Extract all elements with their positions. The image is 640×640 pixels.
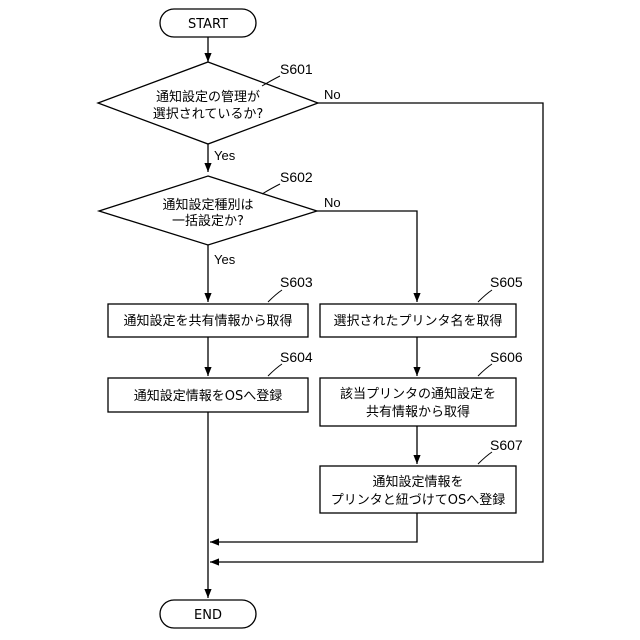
- start-label: START: [188, 17, 228, 32]
- s601-leader: [262, 76, 280, 86]
- s602-step-id: S602: [280, 169, 313, 185]
- s606-line-2: 共有情報から取得: [366, 404, 470, 420]
- s607-leader: [478, 452, 492, 464]
- s603-line-1: 通知設定を共有情報から取得: [123, 313, 292, 329]
- s602-leader: [262, 184, 280, 194]
- s601-no-label: No: [324, 87, 341, 102]
- connector-s602-no: [317, 211, 417, 302]
- s606-leader: [478, 364, 492, 376]
- end-label: END: [194, 608, 222, 623]
- s601-line-1: 通知設定の管理が: [156, 89, 260, 105]
- s603-leader: [268, 290, 282, 302]
- s607-step-id: S607: [490, 437, 523, 453]
- s605-leader: [478, 290, 492, 302]
- s601-line-2: 選択されているか?: [153, 107, 264, 122]
- s602-line-1: 通知設定種別は: [162, 197, 253, 213]
- s602-yes-label: Yes: [214, 252, 236, 267]
- s603-step-id: S603: [280, 274, 313, 290]
- s601-step-id: S601: [280, 61, 313, 77]
- s604-line-1: 通知設定情報をOSへ登録: [134, 388, 283, 404]
- s602-no-label: No: [324, 195, 341, 210]
- connector-s607-merge: [210, 513, 417, 542]
- s607-line-1: 通知設定情報を: [372, 474, 463, 490]
- s601-yes-label: Yes: [214, 148, 236, 163]
- s607-line-2: プリンタと紐づけてOSへ登録: [331, 493, 506, 508]
- s602-line-2: 一括設定か?: [172, 213, 244, 229]
- s605-step-id: S605: [490, 274, 523, 290]
- s606-step-id: S606: [490, 349, 523, 365]
- s604-leader: [268, 364, 282, 376]
- s604-step-id: S604: [280, 349, 313, 365]
- s606-line-1: 該当プリンタの通知設定を: [340, 386, 496, 402]
- s605-line-1: 選択されたプリンタ名を取得: [333, 313, 502, 329]
